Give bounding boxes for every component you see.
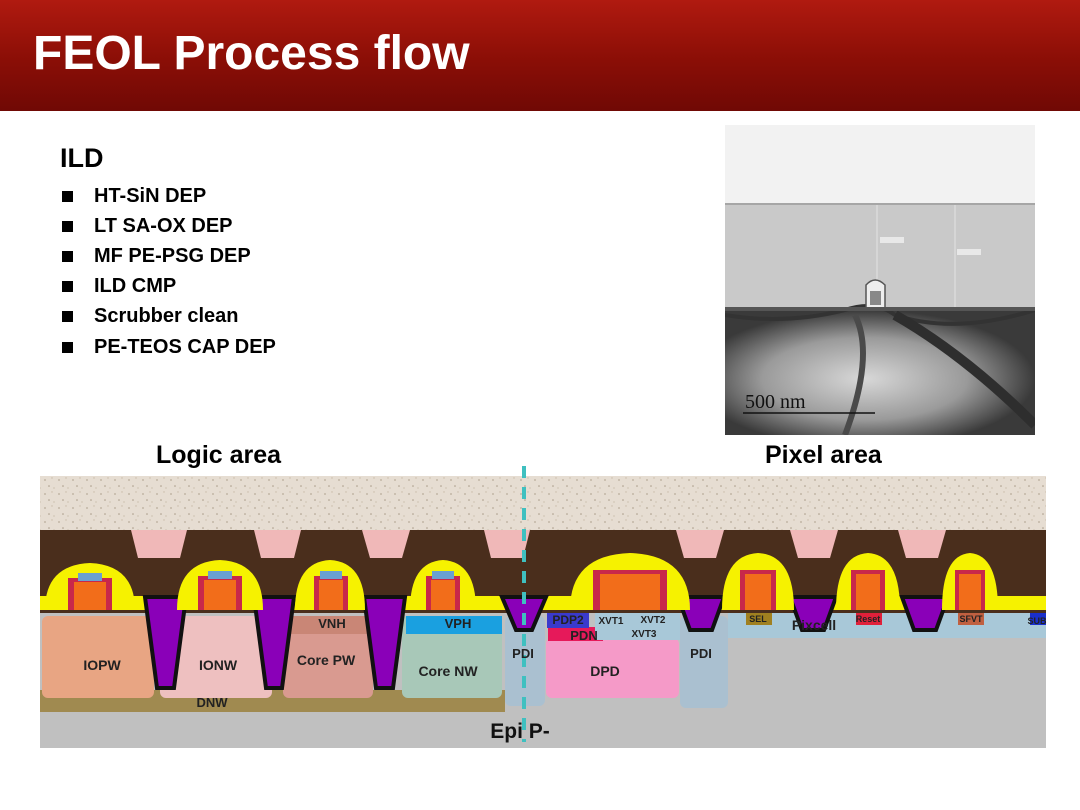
- ionw-label: IONW: [199, 657, 238, 673]
- bullet-icon: [62, 341, 73, 353]
- dpd-region: [546, 638, 679, 698]
- gate-core-pw: [295, 560, 365, 610]
- dnw-region: [40, 690, 505, 712]
- pixel-area-label: Pixel area: [765, 441, 882, 469]
- xvt3-label: XVT3: [631, 629, 656, 640]
- iopw-label: IOPW: [83, 657, 121, 673]
- xvt2-label: XVT2: [640, 615, 665, 626]
- dpd-label: DPD: [590, 663, 620, 679]
- contact-openings: [131, 530, 946, 558]
- bullet-icon: [62, 220, 73, 232]
- scale-bar-label: 500 nm: [745, 391, 806, 413]
- vph-region: [406, 616, 502, 634]
- title-bar: FEOL Process flow: [0, 0, 1080, 111]
- core-pw-label: Core PW: [297, 652, 356, 668]
- sub-label: SUB: [1027, 616, 1047, 626]
- epi-label: Epi P-: [490, 720, 550, 743]
- vph-label: VPH: [445, 616, 472, 631]
- list-item: MF PE-PSG DEP: [62, 241, 276, 271]
- gate-ionw: [177, 560, 263, 610]
- pdp2-region: [547, 612, 589, 628]
- pdn-region: [548, 627, 603, 641]
- pdi-left-label: PDI: [512, 646, 534, 661]
- pdn-label: PDN: [570, 628, 597, 643]
- sfvt-implant: [958, 613, 984, 625]
- list-item: LT SA-OX DEP: [62, 211, 276, 241]
- pdi-right-label: PDI: [690, 646, 712, 661]
- bullet-icon: [62, 311, 73, 323]
- process-cross-section-diagram: IOPW IONW Core PW Core NW DNW VNH VPH PD…: [40, 466, 1047, 748]
- vnh-label: VNH: [318, 616, 345, 631]
- gate-core-nw: [410, 560, 476, 610]
- gate-iopw: [45, 563, 135, 610]
- logic-area-label: Logic area: [156, 441, 282, 469]
- gate-reset: [836, 553, 900, 610]
- list-item: Scrubber clean: [62, 302, 276, 332]
- page-title: FEOL Process flow: [33, 27, 470, 80]
- bullet-icon: [62, 190, 73, 202]
- core-pw-region: [283, 616, 373, 698]
- core-nw-label: Core NW: [418, 663, 478, 679]
- ild-heading: ILD: [60, 143, 104, 173]
- pixcell-region: [728, 612, 1046, 638]
- iopw-region: [42, 616, 154, 698]
- sel-label: SEL: [749, 614, 767, 624]
- gate-sel: [722, 553, 794, 610]
- gate-stacks: [45, 553, 998, 610]
- sfvt-label: SFVT: [959, 614, 983, 624]
- pdi-right-region: [680, 616, 728, 708]
- teos-cap-layer: [40, 476, 1046, 530]
- gate-transfer: [570, 553, 690, 610]
- pdp2-label: PDP2: [552, 613, 584, 627]
- sub-implant: [1030, 613, 1046, 625]
- sel-implant: [746, 613, 772, 625]
- xvt1-label: XVT1: [598, 616, 623, 627]
- bullet-icon: [62, 281, 73, 293]
- dnw-label: DNW: [196, 695, 228, 710]
- vnh-region: [286, 616, 372, 634]
- ionw-region: [160, 616, 272, 698]
- reset-label: Reset: [856, 614, 881, 624]
- list-item: PE-TEOS CAP DEP: [62, 332, 276, 362]
- gate-sfvt: [942, 553, 998, 610]
- pixcell-label: Pixcell: [792, 617, 836, 633]
- sem-cross-section-image: 500 nm: [725, 125, 1035, 435]
- xvt-region: [595, 612, 680, 640]
- list-item: HT-SiN DEP: [62, 181, 276, 211]
- core-nw-region: [402, 616, 502, 698]
- list-item: ILD CMP: [62, 272, 276, 302]
- bullet-icon: [62, 250, 73, 262]
- ild-step-list: HT-SiN DEP LT SA-OX DEP MF PE-PSG DEP IL…: [62, 181, 276, 362]
- reset-implant: [856, 613, 882, 625]
